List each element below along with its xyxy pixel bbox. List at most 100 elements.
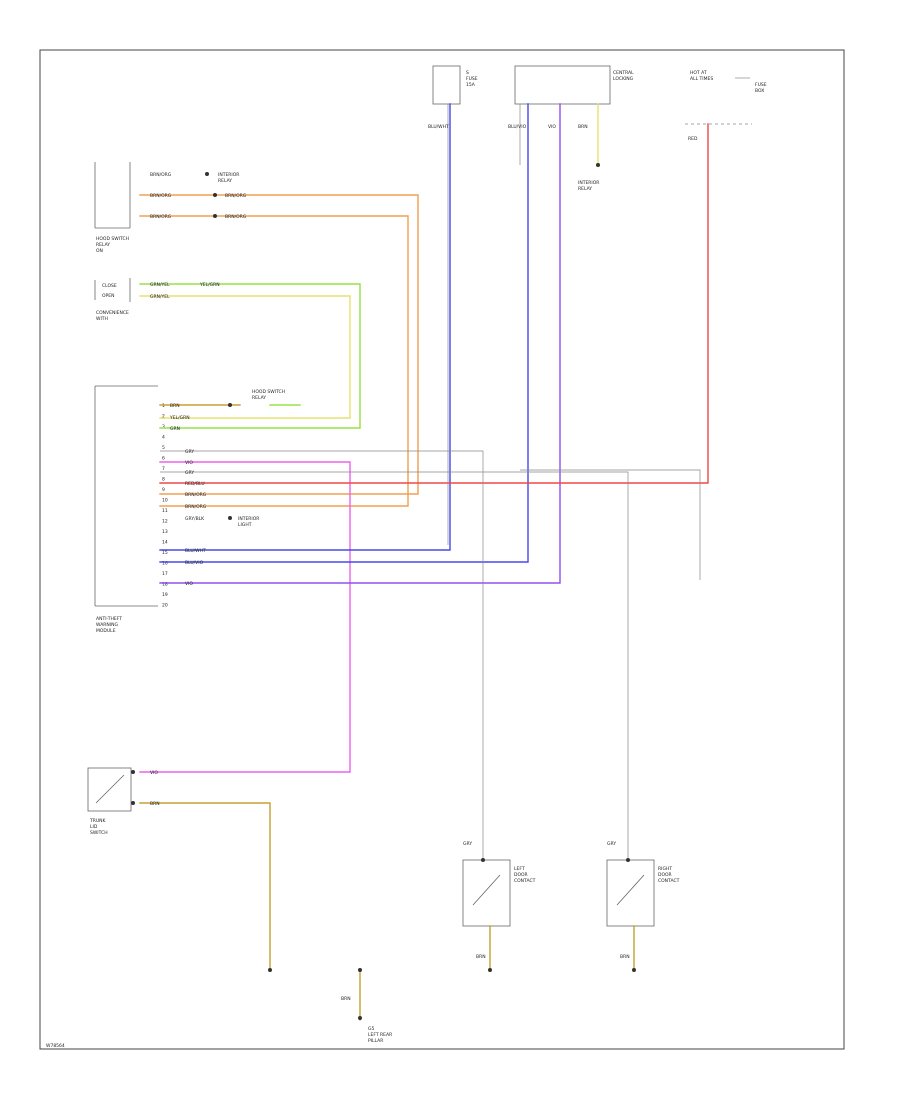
wire-green-1 (139, 283, 361, 429)
convenience-switch: CLOSE OPEN CONVENIENCE WITH (94, 278, 131, 322)
wl-gry-2: GRY (185, 470, 194, 476)
wire-blue-2 (159, 103, 529, 563)
convenience-label-2: WITH (96, 316, 108, 322)
wl-gry-left-door: GRY (463, 841, 472, 847)
pin-number: 14 (162, 540, 168, 546)
wl-red-top: RED (688, 136, 698, 142)
pin-number: 8 (162, 477, 165, 483)
hot-at-all-label-3: FUSE (755, 82, 767, 88)
relay-label-top-2: RELAY (218, 178, 232, 184)
wire-brown-orange-2 (139, 215, 409, 507)
fuse-box-label-3: 15A (466, 82, 476, 88)
pin-number: 5 (162, 445, 165, 451)
pin-number: 19 (162, 592, 168, 598)
relay-label-top: INTERIOR (218, 172, 239, 178)
wl-brn-top: BRN (578, 124, 588, 130)
hot-at-all-label-1: HOT AT (690, 70, 707, 76)
wl-brn-bottom-ground: BRN (341, 996, 351, 1002)
wl-brn-right-ground: BRN (620, 954, 630, 960)
wire-brown-orange-1 (139, 194, 419, 495)
relay-label-lower-1: INTERIOR (238, 516, 259, 522)
wl-grn-yel-1: GRN/YEL (150, 282, 170, 288)
right-door-label-1: RIGHT (658, 866, 672, 872)
wl-grn-1: GRN (170, 426, 180, 432)
hot-at-all-label-4: BOX (755, 88, 764, 94)
pin-number: 17 (162, 571, 168, 577)
pin-number: 13 (162, 529, 168, 535)
fuse-box-label-1: S (466, 70, 469, 76)
wl-vio-top: VIO (548, 124, 556, 130)
central-lower-label-1: INTERIOR (578, 180, 599, 186)
wl-yel-grn-2: YEL/GRN (169, 415, 190, 421)
pin-number: 10 (162, 498, 168, 504)
pin-number: 6 (162, 456, 165, 462)
convenience-label-1: CONVENIENCE (96, 310, 129, 316)
wl-red-blu: RED/BLU (185, 481, 205, 487)
hood-switch-label-3: ON (96, 248, 103, 254)
central-locking-label-2: LOCKING (613, 76, 634, 82)
fuse-box-small (432, 65, 461, 105)
relay-label-lower-2: LIGHT (238, 522, 252, 528)
hot-at-all-label-2: ALL TIMES (690, 76, 713, 82)
wl-gry-blk: GRY/BLK (185, 516, 205, 522)
wire-grey-left-door (160, 450, 484, 860)
left-door-label-2: DOOR (514, 872, 528, 878)
ground-label-2: LEFT REAR (368, 1032, 392, 1038)
ground-label-3: PILLAR (368, 1038, 383, 1044)
left-door-contact-switch: LEFT DOOR CONTACT (462, 859, 536, 927)
central-locking-label-1: CENTRAL (613, 70, 634, 76)
diagram-code: W78564 (46, 1043, 65, 1049)
hood-switch-label-2: RELAY (96, 242, 110, 248)
wl-brn-org-1: BRN/ORG (150, 172, 172, 178)
relay-label-mid-2: RELAY (252, 395, 266, 401)
wire-brown-trunk-ground (139, 802, 271, 971)
trunk-switch-label-1: TRUNK (89, 818, 107, 824)
pin-number: 12 (162, 519, 168, 525)
hood-switch-connector: HOOD SWITCH RELAY ON (94, 162, 131, 254)
hood-switch-label-1: HOOD SWITCH (96, 236, 129, 242)
wl-brn-org-6: BRN/ORG (185, 492, 207, 498)
module-label-2: WARNING (96, 622, 118, 628)
module-label-1: ANTI-THEFT (96, 616, 122, 622)
wl-blu-wht-top: BLU/WHT (428, 124, 449, 130)
pin-number: 11 (162, 508, 168, 514)
pin-number: 18 (162, 582, 168, 588)
trunk-switch-label-3: SWITCH (90, 830, 108, 836)
wl-blu-vio: BLU/VIO (185, 560, 204, 566)
pin-number: 15 (162, 550, 168, 556)
pin-number: 1 (162, 403, 165, 409)
fuse-box-label-2: FUSE (466, 76, 478, 82)
left-door-label-3: CONTACT (514, 878, 536, 884)
wire-grey-right-door (160, 471, 629, 860)
wl-brn-org-3: BRN/ORG (225, 193, 247, 199)
module-label-3: MODULE (96, 628, 116, 634)
pin-number: 16 (162, 561, 168, 567)
central-locking-module (514, 65, 611, 105)
wl-gry-1: GRY (185, 449, 194, 455)
trunk-lid-switch: TRUNK LID SWITCH (87, 767, 132, 836)
wl-brn-org-4: BRN/ORG (150, 214, 172, 220)
wl-vio-2: VIO (185, 581, 193, 587)
convenience-open-label: OPEN (102, 293, 114, 299)
left-door-label-1: LEFT (514, 866, 525, 872)
connector-dots (131, 163, 636, 1020)
pin-number: 2 (162, 414, 165, 420)
wl-yel-grn-1: YEL/GRN (199, 282, 220, 288)
right-door-label-3: CONTACT (658, 878, 680, 884)
right-door-contact-switch: RIGHT DOOR CONTACT (606, 859, 680, 927)
wire-violet-trunk (139, 461, 351, 773)
pin-number: 9 (162, 487, 165, 493)
wl-vio-trunk: VIO (150, 770, 158, 776)
wl-brn-trunk: BRN (150, 801, 160, 807)
wl-blu-vio-top: BLU/VIO (508, 124, 527, 130)
wire-yellow-1 (139, 295, 351, 419)
wire-grey-faint (520, 469, 701, 580)
pin-number: 3 (162, 424, 165, 430)
wl-gry-right-door: GRY (607, 841, 616, 847)
convenience-close-label: CLOSE (102, 283, 117, 289)
relay-label-mid-1: HOOD SWITCH (252, 389, 285, 395)
pin-number: 4 (162, 435, 165, 441)
wire-red (159, 123, 709, 484)
